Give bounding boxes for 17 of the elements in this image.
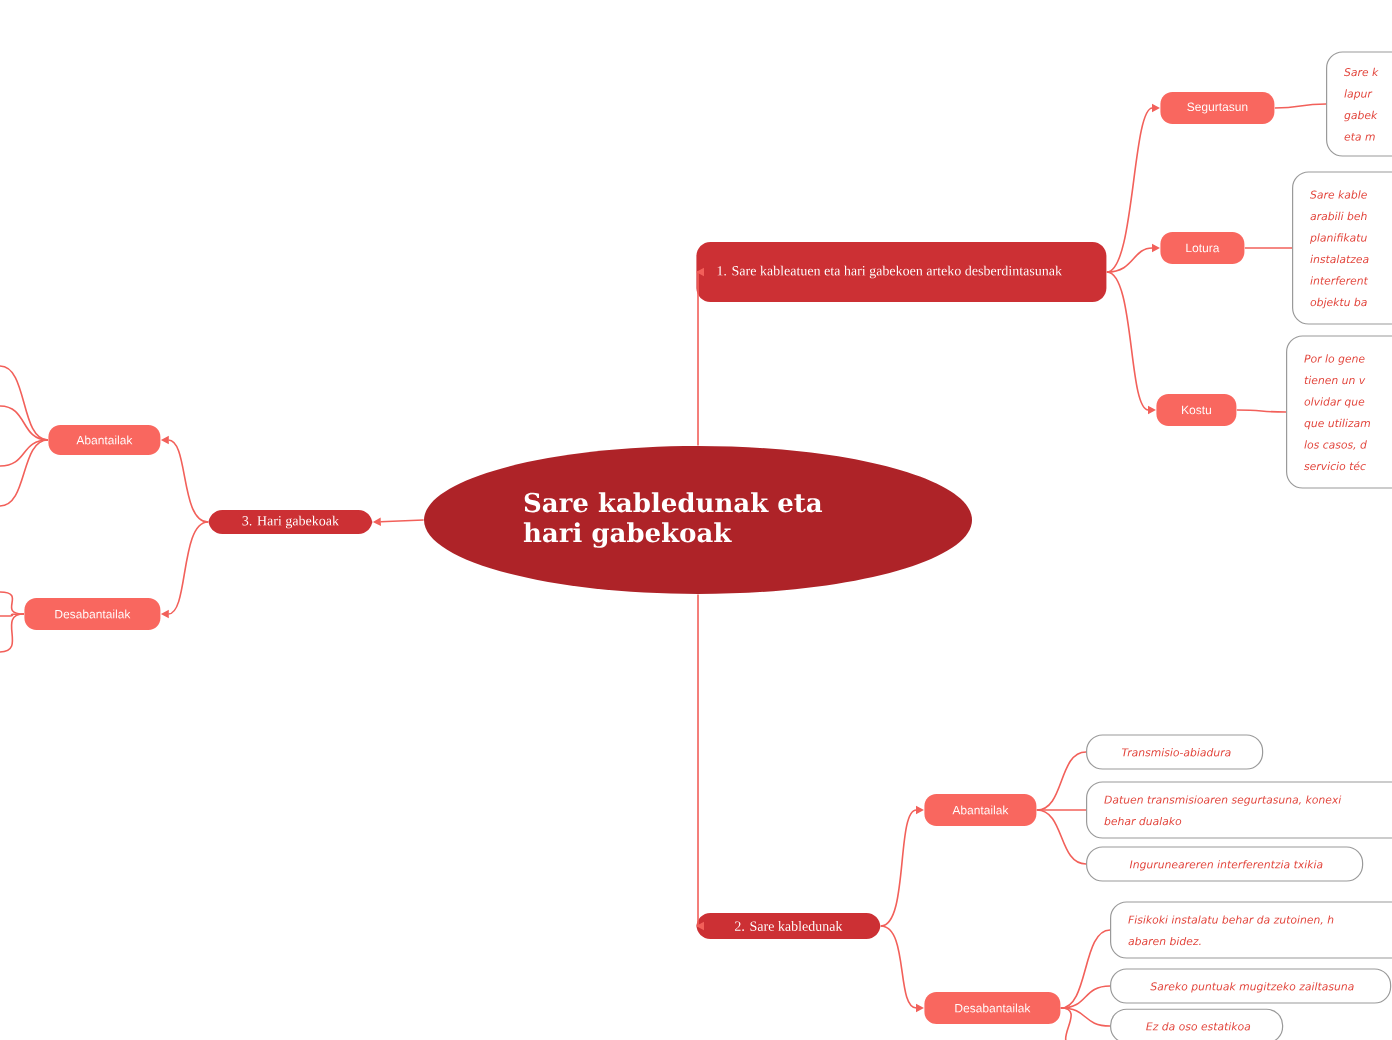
connector: [1060, 1007, 1077, 1040]
connector: [0, 613, 25, 617]
connector: [1036, 751, 1087, 811]
connector: [1060, 929, 1111, 1009]
connector: [0, 439, 49, 467]
connector: [1060, 985, 1111, 1009]
connector: [1274, 103, 1327, 109]
connector: [0, 365, 49, 441]
connector: [1244, 247, 1293, 249]
connector: [0, 405, 49, 441]
connector: [0, 439, 49, 507]
connector: [1060, 1007, 1111, 1027]
connector: [1236, 409, 1287, 413]
connector: [0, 613, 25, 653]
connector: [1036, 809, 1087, 865]
connector: [880, 805, 924, 927]
connector: [1036, 809, 1087, 811]
